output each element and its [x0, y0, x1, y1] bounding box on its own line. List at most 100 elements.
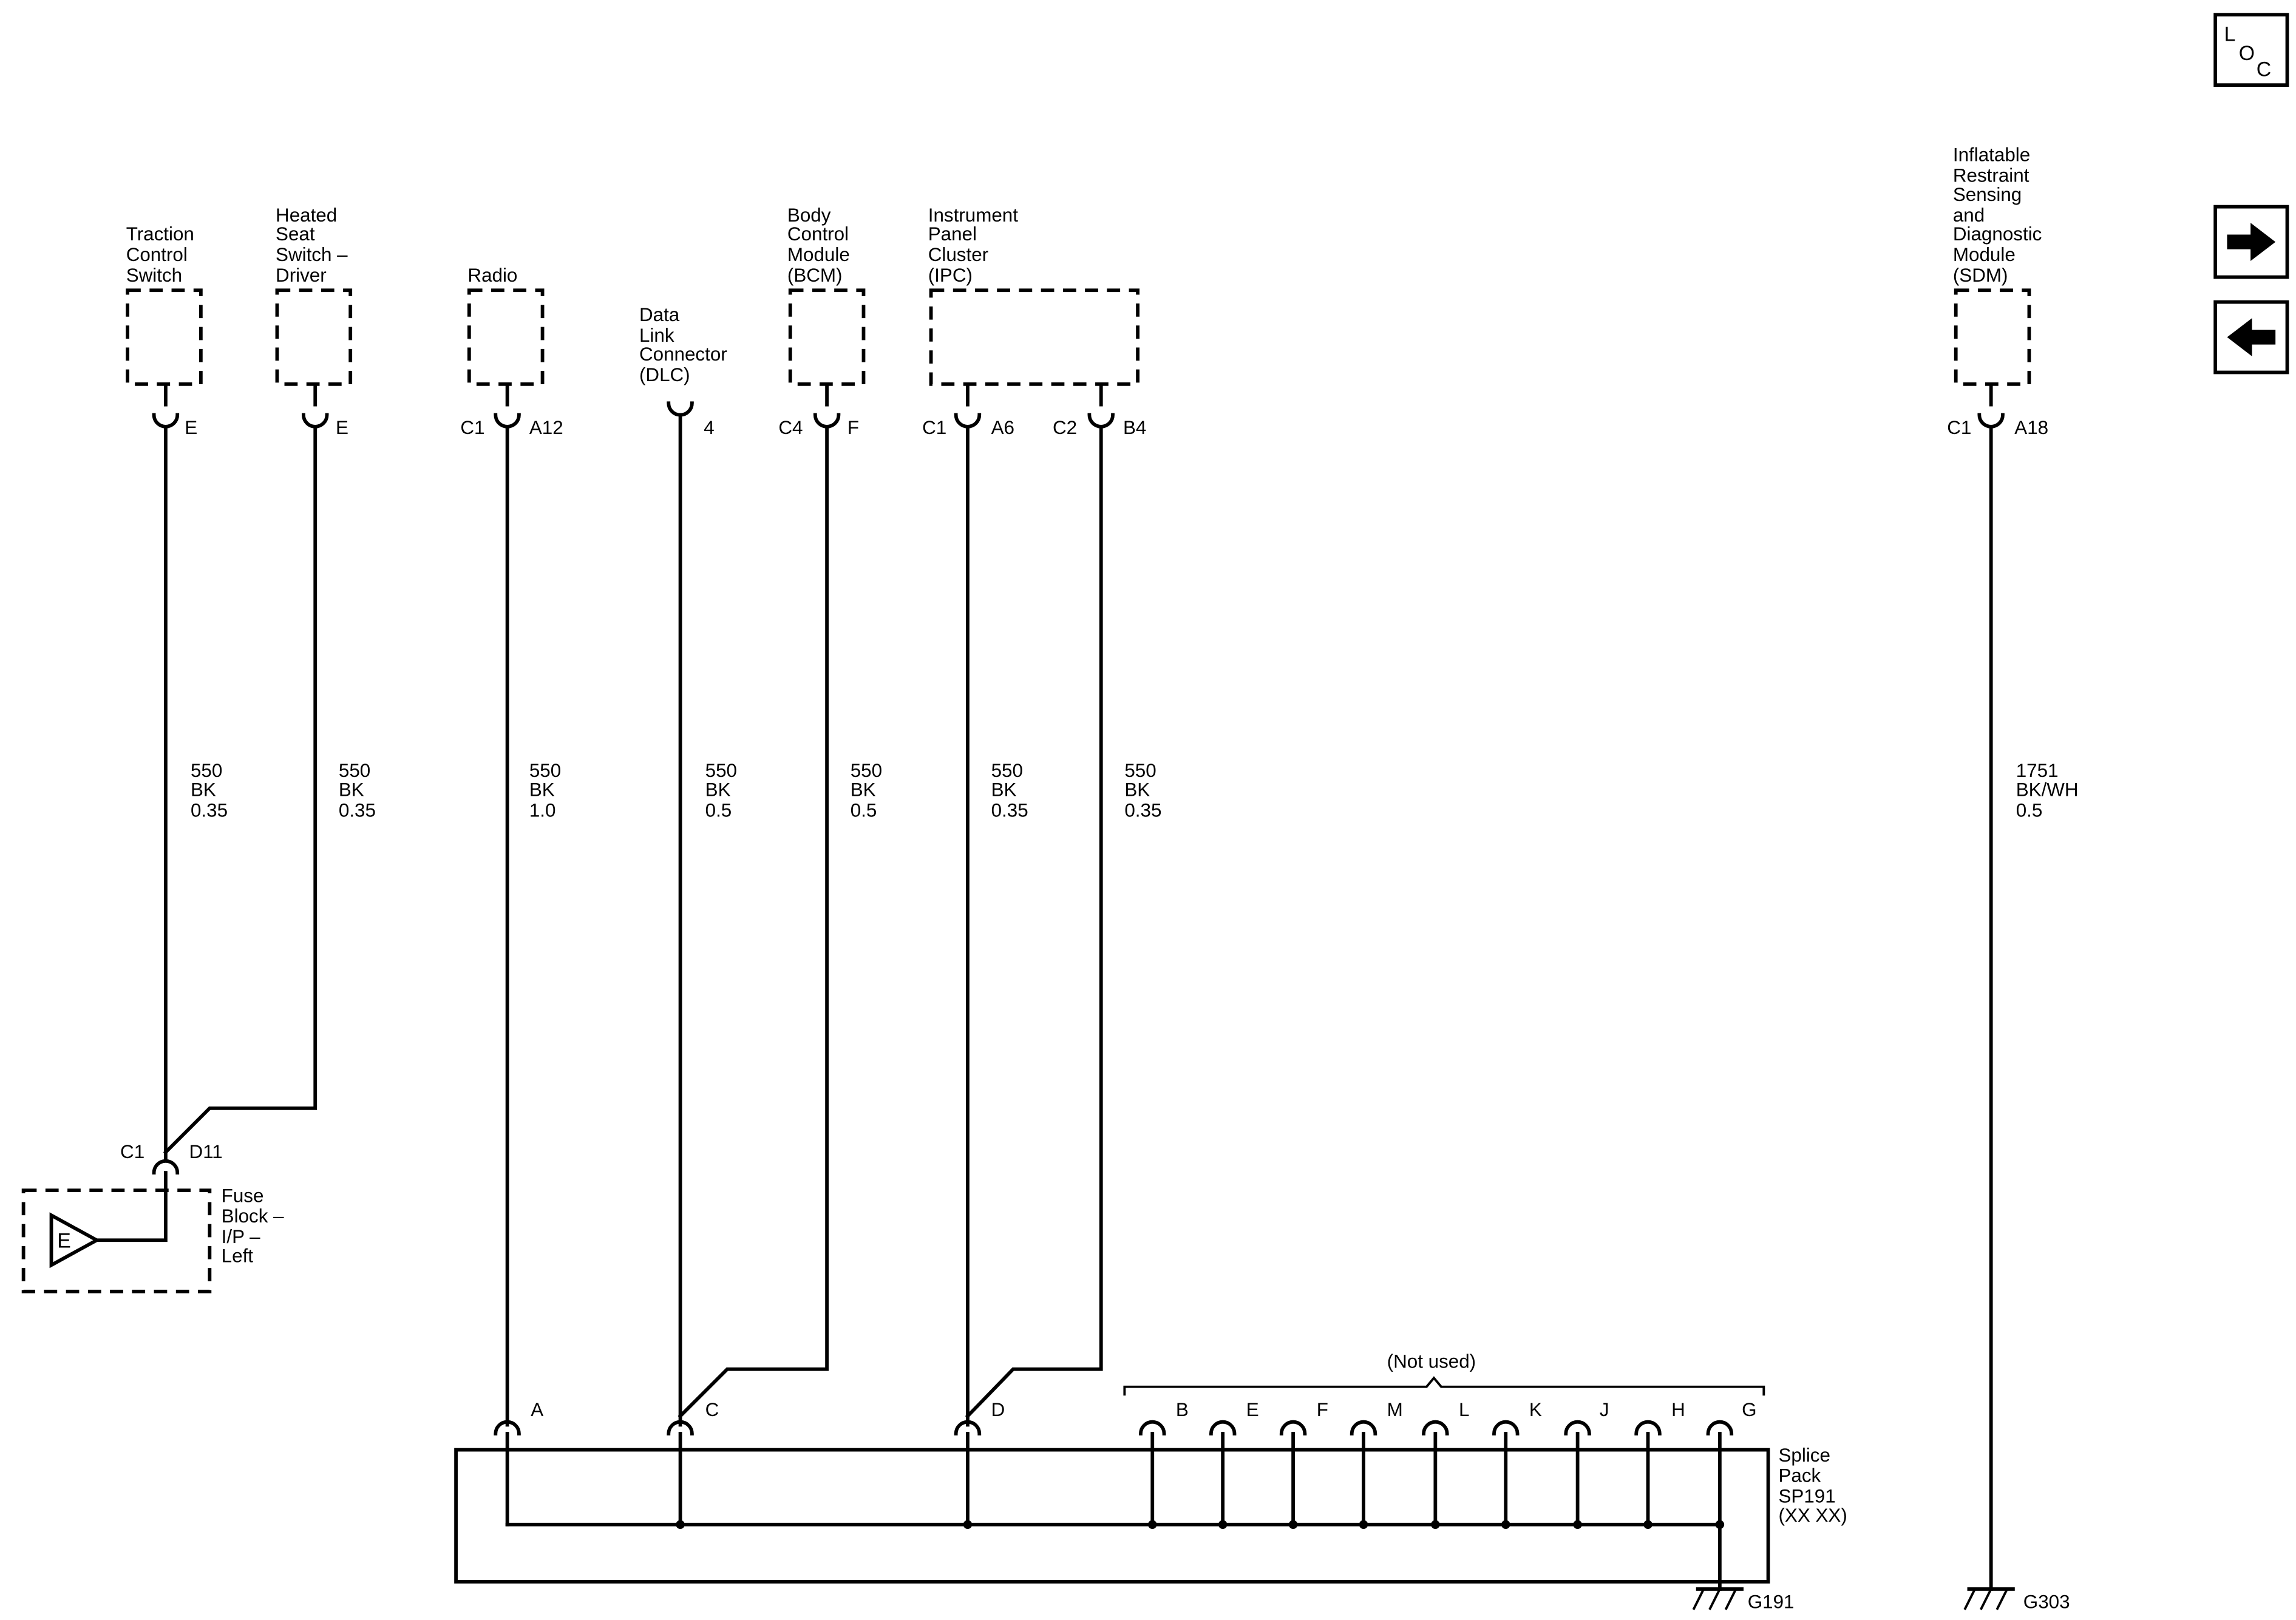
heated-pin-label: E	[336, 417, 348, 438]
bcm-box	[788, 288, 866, 386]
svg-text:Control: Control	[126, 244, 188, 265]
ground-g191	[1692, 1522, 1744, 1610]
svg-text:BK: BK	[705, 779, 731, 800]
svg-text:BK: BK	[529, 779, 555, 800]
svg-text:Cluster: Cluster	[928, 244, 988, 265]
not-used-brace	[1123, 1376, 1765, 1396]
svg-text:Switch –: Switch –	[276, 244, 348, 265]
splice-pin-b-label: B	[1176, 1399, 1189, 1420]
svg-text:550: 550	[851, 760, 882, 781]
splice-pin-a	[494, 1420, 521, 1527]
svg-text:BK: BK	[191, 779, 216, 800]
loc-o-glyph: O	[2239, 42, 2255, 65]
ground-g303	[1963, 1587, 2015, 1610]
splice-pin-g-label: G	[1742, 1399, 1756, 1420]
arrow-left-icon	[2227, 318, 2276, 356]
svg-text:and: and	[1953, 205, 1985, 226]
svg-text:0.35: 0.35	[339, 799, 376, 821]
svg-text:Instrument: Instrument	[928, 205, 1019, 226]
splice-pack-box	[454, 1448, 1770, 1584]
ipc-box	[929, 288, 1140, 386]
wire-ipc-b4	[965, 426, 1103, 1419]
sdm-label: Inflatable Restraint Sensing and Diagnos…	[1953, 144, 2042, 286]
wire-heated-seat-label: 550 BK 0.35	[339, 760, 376, 821]
wire-heated-seat	[163, 426, 318, 1155]
svg-text:1751: 1751	[2016, 760, 2059, 781]
radio-connector-label: C1	[460, 417, 484, 438]
svg-text:Heated: Heated	[276, 205, 337, 226]
splice-pin-l-label: L	[1459, 1399, 1469, 1420]
svg-text:0.35: 0.35	[191, 799, 228, 821]
svg-text:Inflatable: Inflatable	[1953, 144, 2030, 166]
svg-text:BK: BK	[1124, 779, 1150, 800]
heated-seat-switch-label: Heated Seat Switch – Driver	[276, 205, 348, 286]
fuse-block-connector	[152, 1159, 180, 1193]
prev-page-button[interactable]	[2213, 300, 2289, 374]
ipc-a6-pin-connector	[954, 384, 982, 429]
svg-text:Pack: Pack	[1778, 1465, 1821, 1486]
splice-pin-c-label: C	[705, 1399, 719, 1420]
splice-pin-a-label: A	[531, 1399, 543, 1420]
radio-pin-connector	[494, 384, 521, 429]
fuse-triangle-icon	[49, 1212, 101, 1269]
splice-pin-m-label: M	[1387, 1399, 1403, 1420]
fuse-block-box	[21, 1188, 212, 1293]
splice-pin-j	[1564, 1420, 1591, 1530]
svg-text:0.5: 0.5	[705, 799, 732, 821]
sdm-box	[1954, 288, 2031, 386]
fuse-block-label: Fuse Block – I/P – Left	[222, 1185, 284, 1266]
svg-text:(DLC): (DLC)	[639, 364, 690, 385]
svg-text:0.5: 0.5	[2016, 799, 2043, 821]
bcm-label: Body Control Module (BCM)	[787, 205, 850, 286]
loc-c-glyph: C	[2257, 58, 2271, 81]
svg-text:Switch: Switch	[126, 265, 182, 286]
splice-pin-h	[1634, 1420, 1662, 1530]
svg-text:(IPC): (IPC)	[928, 265, 973, 286]
next-page-button[interactable]	[2213, 205, 2289, 279]
ipc-pin-b4-label: B4	[1123, 417, 1146, 438]
svg-text:(BCM): (BCM)	[787, 265, 843, 286]
svg-text:Driver: Driver	[276, 265, 327, 286]
ipc-label: Instrument Panel Cluster (IPC)	[928, 205, 1019, 286]
splice-pin-h-label: H	[1671, 1399, 1685, 1420]
traction-pin-label: E	[185, 417, 197, 438]
splice-pin-b	[1139, 1420, 1166, 1530]
splice-pin-f	[1279, 1420, 1307, 1530]
splice-pin-f-label: F	[1317, 1399, 1328, 1420]
dlc-label: Data Link Connector (DLC)	[639, 304, 727, 385]
radio-pin-label: A12	[529, 417, 563, 438]
splice-pin-d	[954, 1420, 982, 1530]
svg-text:I/P –: I/P –	[222, 1226, 261, 1247]
splice-pin-j-label: J	[1600, 1399, 1609, 1420]
radio-box	[467, 288, 545, 386]
heated-pin-connector	[302, 384, 329, 429]
svg-text:Panel: Panel	[928, 223, 977, 245]
loc-button[interactable]: L O C	[2213, 13, 2289, 87]
svg-text:BK: BK	[991, 779, 1017, 800]
svg-text:Body: Body	[787, 205, 831, 226]
splice-pin-d-label: D	[991, 1399, 1005, 1420]
wire-ipc-b4-label: 550 BK 0.35	[1124, 760, 1161, 821]
svg-text:550: 550	[529, 760, 561, 781]
ipc-pin-a6-label: A6	[991, 417, 1014, 438]
svg-text:Seat: Seat	[276, 223, 315, 245]
svg-text:550: 550	[705, 760, 737, 781]
svg-text:Left: Left	[222, 1245, 254, 1266]
arrow-right-icon	[2227, 223, 2276, 261]
svg-text:550: 550	[191, 760, 222, 781]
radio-label: Radio	[467, 265, 517, 286]
wire-sdm-label: 1751 BK/WH 0.5	[2016, 760, 2079, 821]
splice-pack-label: Splice Pack SP191 (XX XX)	[1778, 1445, 1847, 1526]
splice-pin-c	[667, 1420, 694, 1530]
bcm-pin-connector	[813, 384, 841, 429]
svg-text:Block –: Block –	[222, 1205, 284, 1227]
ground-g191-label: G191	[1748, 1591, 1795, 1612]
svg-text:Traction: Traction	[126, 223, 194, 245]
fuse-connector-label: C1	[120, 1141, 144, 1162]
loc-l-glyph: L	[2224, 23, 2236, 46]
splice-pin-m	[1350, 1420, 1377, 1530]
wire-dlc-label: 550 BK 0.5	[705, 760, 737, 821]
svg-text:550: 550	[1124, 760, 1156, 781]
sdm-pin-connector	[1977, 384, 2005, 429]
